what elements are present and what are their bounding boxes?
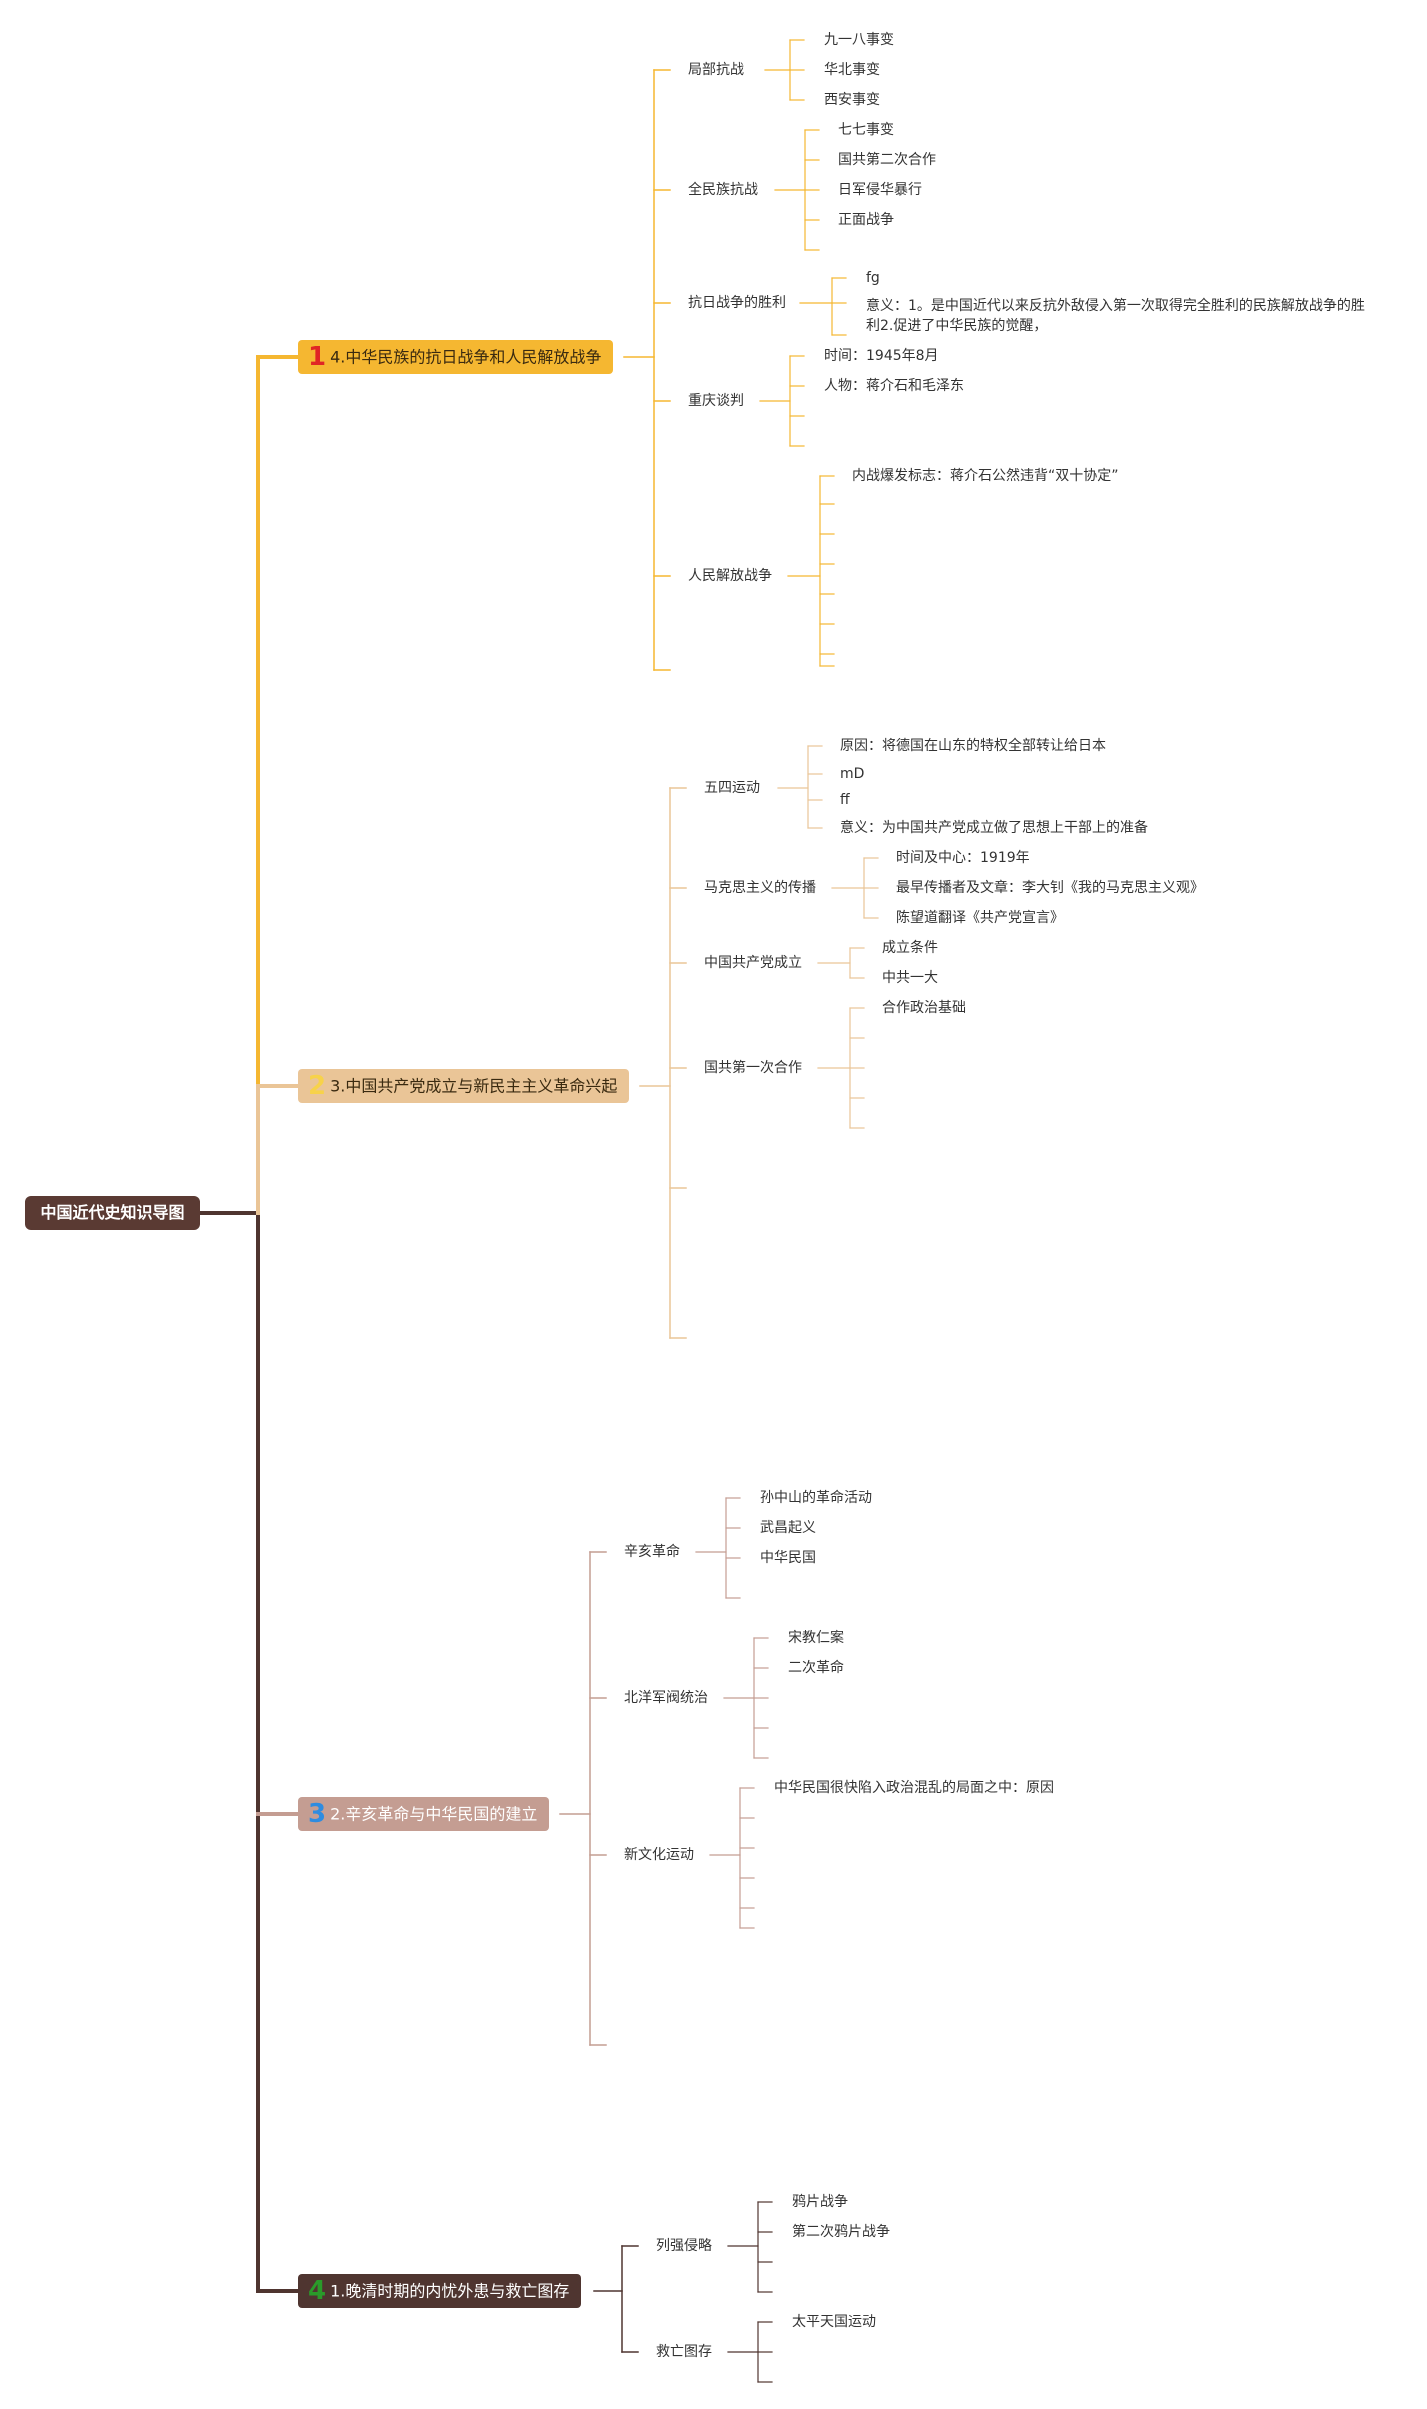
branch-3-label: 2.辛亥革命与中华民国的建立 <box>330 1804 538 1824</box>
topic-new-culture-movement[interactable]: 新文化运动 <box>624 1847 694 1863</box>
topic-cpc-founding[interactable]: 中国共产党成立 <box>704 955 802 971</box>
leaf-item[interactable]: 成立条件 <box>882 940 938 956</box>
branch-3-number: 3 <box>308 1798 327 1829</box>
topic-first-kmt-cpc-cooperation[interactable]: 国共第一次合作 <box>704 1060 802 1076</box>
topic-imperialist-aggression[interactable]: 列强侵略 <box>656 2238 712 2254</box>
leaf-item[interactable]: 孙中山的革命活动 <box>760 1490 872 1506</box>
leaf-item[interactable]: 华北事变 <box>824 62 880 78</box>
leaf-item[interactable]: 最早传播者及文章：李大钊《我的马克思主义观》 <box>896 880 1204 896</box>
leaf-item[interactable]: 中华民国 <box>760 1550 816 1566</box>
branch-1-number: 1 <box>308 341 327 372</box>
leaf-item[interactable]: 日军侵华暴行 <box>838 182 922 198</box>
leaf-item[interactable]: 鸦片战争 <box>792 2194 848 2210</box>
branch-4-label: 1.晚清时期的内忧外患与救亡图存 <box>330 2281 570 2301</box>
leaf-item[interactable]: 太平天国运动 <box>792 2314 876 2330</box>
leaf-item[interactable]: 内战爆发标志：蒋介石公然违背“双十协定” <box>852 468 1119 484</box>
leaf-item[interactable]: 国共第二次合作 <box>838 152 936 168</box>
leaf-item[interactable]: 中华民国很快陷入政治混乱的局面之中：原因 <box>774 1780 1054 1796</box>
leaf-item[interactable]: 原因：将德国在山东的特权全部转让给日本 <box>840 738 1106 754</box>
leaf-item[interactable]: 意义：为中国共产党成立做了思想上干部上的准备 <box>840 820 1148 836</box>
leaf-item[interactable]: 西安事变 <box>824 92 880 108</box>
leaf-item[interactable]: 意义：1。是中国近代以来反抗外敌侵入第一次取得完全胜利的民族解放战争的胜 <box>866 298 1365 314</box>
branch-4-number: 4 <box>308 2275 327 2306</box>
leaf-item[interactable]: 合作政治基础 <box>882 1000 966 1016</box>
leaf-item[interactable]: ff <box>840 792 850 808</box>
topic-may-fourth[interactable]: 五四运动 <box>704 780 760 796</box>
topic-liberation-war[interactable]: 人民解放战争 <box>688 568 772 584</box>
topic-full-resistance[interactable]: 全民族抗战 <box>688 182 758 198</box>
branch-2-number: 2 <box>308 1070 327 1101</box>
branch-1-label: 4.中华民族的抗日战争和人民解放战争 <box>330 347 602 367</box>
leaf-item[interactable]: 时间：1945年8月 <box>824 348 939 364</box>
leaf-item[interactable]: 七七事变 <box>838 122 894 138</box>
topic-beiyang-rule[interactable]: 北洋军阀统治 <box>624 1690 708 1706</box>
leaf-item[interactable]: 中共一大 <box>882 970 938 986</box>
leaf-item[interactable]: mD <box>840 766 865 782</box>
topic-national-salvation[interactable]: 救亡图存 <box>656 2344 712 2360</box>
root-node[interactable]: 中国近代史知识导图 <box>25 1196 200 1230</box>
leaf-item[interactable]: 人物：蒋介石和毛泽东 <box>824 378 964 394</box>
leaf-item[interactable]: 陈望道翻译《共产党宣言》 <box>896 910 1064 926</box>
branch-2-label: 3.中国共产党成立与新民主主义革命兴起 <box>330 1076 618 1096</box>
leaf-item[interactable]: 宋教仁案 <box>788 1630 844 1646</box>
leaf-item[interactable]: 武昌起义 <box>760 1520 816 1536</box>
leaf-item[interactable]: 二次革命 <box>788 1660 844 1676</box>
leaf-item[interactable]: fg <box>866 270 880 286</box>
topic-resistance-victory[interactable]: 抗日战争的胜利 <box>688 295 786 311</box>
topic-chongqing-negotiation[interactable]: 重庆谈判 <box>688 393 744 409</box>
topic-xinhai-revolution[interactable]: 辛亥革命 <box>624 1544 680 1560</box>
leaf-item[interactable]: 时间及中心：1919年 <box>896 850 1030 866</box>
leaf-item[interactable]: 正面战争 <box>838 212 894 228</box>
leaf-item[interactable]: 第二次鸦片战争 <box>792 2224 890 2240</box>
leaf-item[interactable]: 利2.促进了中华民族的觉醒， <box>866 318 1048 334</box>
leaf-item[interactable]: 九一八事变 <box>824 32 894 48</box>
topic-marxism-spread[interactable]: 马克思主义的传播 <box>704 880 816 896</box>
topic-local-resistance[interactable]: 局部抗战 <box>688 62 744 78</box>
